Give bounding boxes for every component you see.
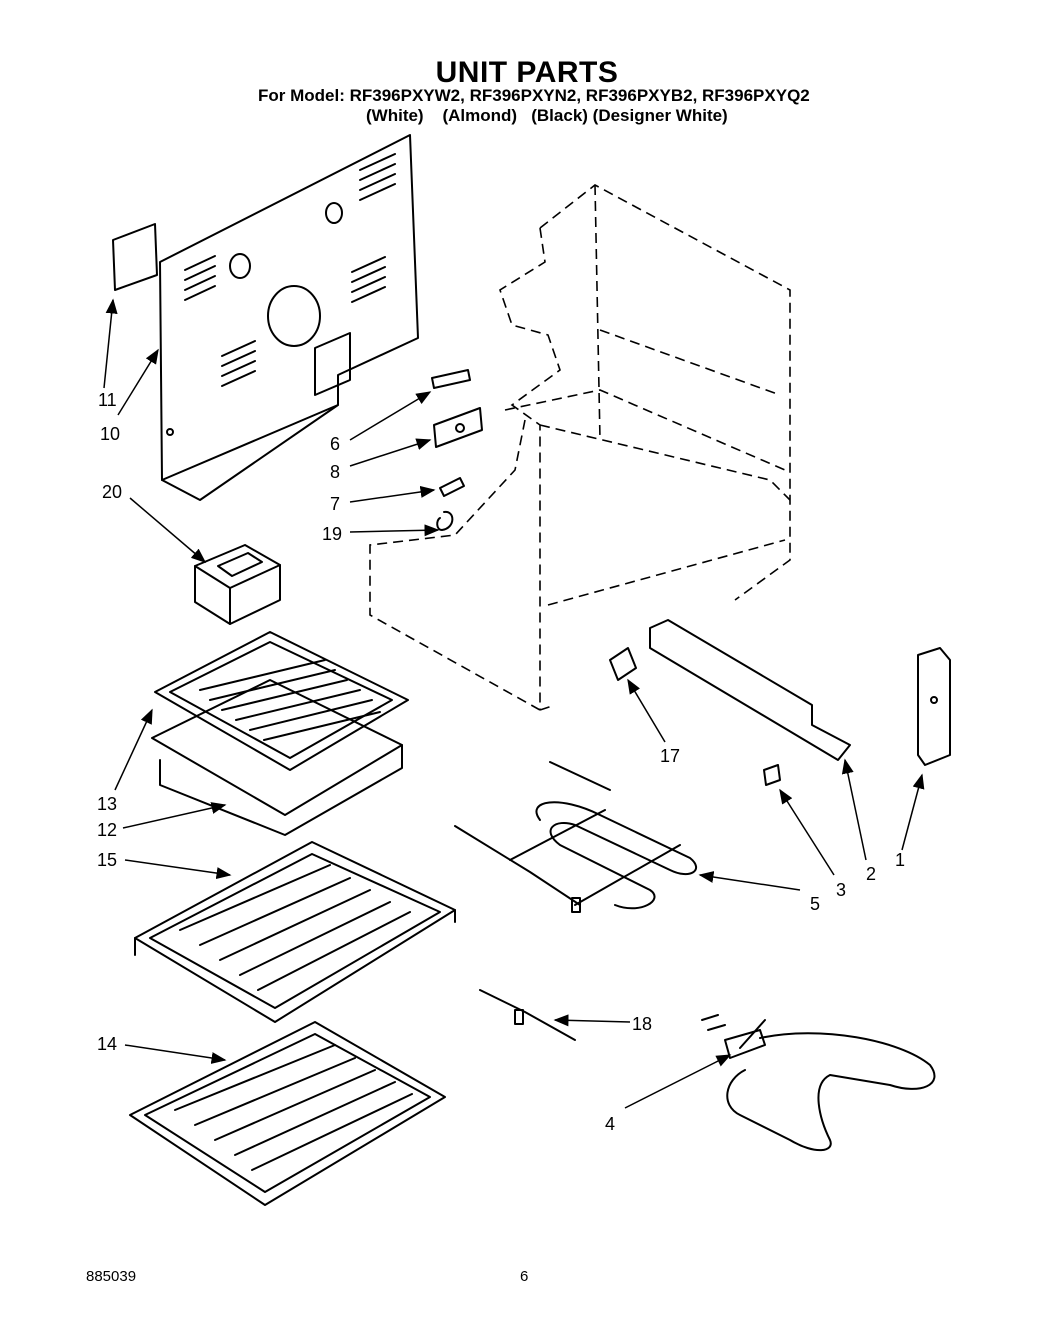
callout-2: 2 bbox=[866, 864, 876, 884]
clip-3 bbox=[763, 764, 781, 786]
oven-cavity-outline bbox=[369, 184, 791, 711]
leader-lines bbox=[103, 298, 925, 1109]
callout-18: 18 bbox=[632, 1014, 652, 1034]
oven-rack-upper bbox=[134, 841, 456, 1023]
callout-1: 1 bbox=[895, 850, 905, 870]
gasket bbox=[112, 223, 158, 291]
terminal-block bbox=[431, 369, 471, 389]
bracket bbox=[433, 407, 483, 448]
callout-17: 17 bbox=[660, 746, 680, 766]
callout-labels: 11 10 6 8 7 19 20 13 12 15 14 17 18 4 5 … bbox=[97, 390, 905, 1134]
callout-12: 12 bbox=[97, 820, 117, 840]
oven-rack-lower bbox=[129, 1021, 446, 1206]
callout-11: 11 bbox=[98, 390, 117, 410]
insulation-block bbox=[194, 544, 281, 625]
page-title: UNIT PARTS bbox=[435, 56, 619, 89]
hook bbox=[436, 510, 454, 531]
clip bbox=[439, 477, 465, 497]
callout-7: 7 bbox=[330, 494, 340, 514]
model-list: For Model: RF396PXYW2, RF396PXYN2, RF396… bbox=[258, 86, 810, 105]
broiler-pan-grid bbox=[154, 631, 409, 771]
temperature-sensor bbox=[479, 989, 576, 1041]
callout-13: 13 bbox=[97, 794, 117, 814]
broil-element bbox=[701, 1014, 936, 1152]
callout-8: 8 bbox=[330, 462, 340, 482]
bake-element bbox=[454, 761, 698, 913]
mounting-plate bbox=[609, 647, 637, 681]
document-number: 885039 bbox=[86, 1268, 137, 1285]
callout-10: 10 bbox=[100, 424, 120, 444]
back-panel bbox=[159, 134, 419, 501]
side-trim bbox=[649, 619, 851, 761]
color-list: (White) (Almond) (Black) (Designer White… bbox=[366, 106, 728, 125]
callout-5: 5 bbox=[810, 894, 820, 914]
page-number: 6 bbox=[520, 1268, 529, 1285]
callout-15: 15 bbox=[97, 850, 117, 870]
door-hinge-block bbox=[917, 647, 951, 766]
callout-14: 14 bbox=[97, 1034, 117, 1054]
callout-19: 19 bbox=[322, 524, 342, 544]
callout-20: 20 bbox=[102, 482, 122, 502]
callout-4: 4 bbox=[605, 1114, 615, 1134]
callout-6: 6 bbox=[330, 434, 340, 454]
broiler-pan bbox=[151, 679, 403, 836]
bracket-hole bbox=[455, 423, 465, 433]
callout-3: 3 bbox=[836, 880, 846, 900]
